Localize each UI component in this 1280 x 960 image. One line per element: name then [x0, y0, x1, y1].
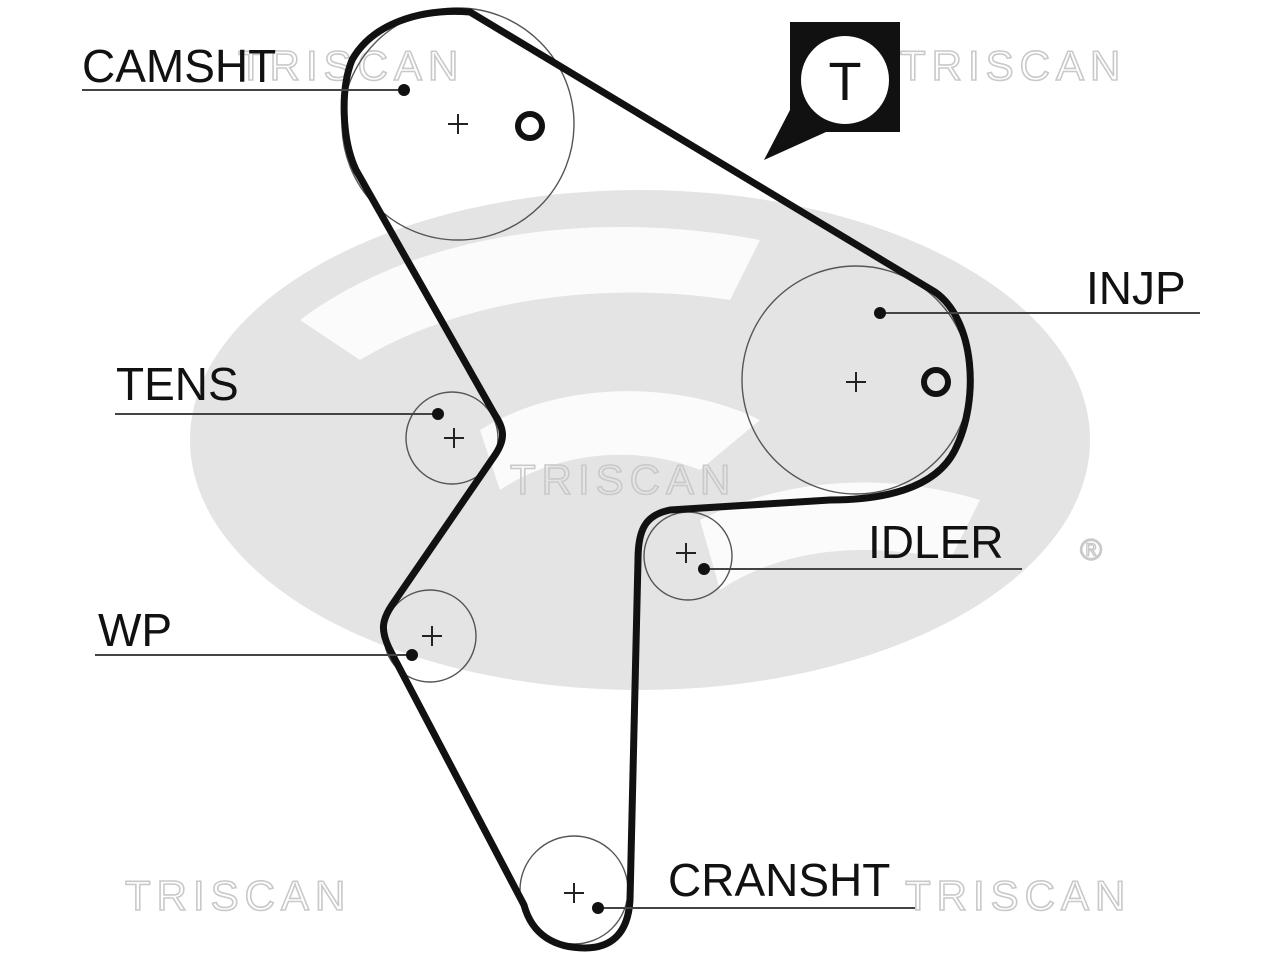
tensioner-leader — [115, 408, 444, 420]
injection-pump-timing-mark-icon — [921, 367, 951, 397]
triscan-watermark: TRISCAN — [900, 42, 1126, 89]
idler-label: IDLER — [868, 516, 1003, 568]
registered-mark: ® — [1080, 534, 1102, 567]
camshaft-leader — [82, 84, 410, 96]
timing-belt — [340, 7, 974, 952]
idler-leader — [698, 563, 1022, 575]
triscan-watermark: TRISCAN — [125, 872, 351, 919]
injection-pump-label: INJP — [1086, 262, 1186, 314]
water-pump-center-icon — [422, 626, 442, 646]
crankshaft-label: CRANSHT — [668, 854, 890, 906]
injection-pump-leader — [874, 307, 1200, 319]
camshaft-label: CAMSHT — [82, 40, 276, 92]
tensioner-center-icon — [444, 428, 464, 448]
triscan-watermark: TRISCAN — [905, 872, 1131, 919]
camshaft-timing-mark-icon — [515, 111, 545, 141]
idler-center-icon — [676, 543, 696, 563]
triscan-watermark: TRISCAN — [510, 456, 736, 503]
tensioner-label: TENS — [116, 358, 239, 410]
water-pump-label: WP — [98, 604, 172, 656]
gates-logo-watermark — [190, 190, 1090, 690]
injection-pump-center-icon — [846, 372, 866, 392]
tensioner-badge-letter: T — [829, 52, 862, 112]
tensioner-badge-icon: T — [764, 22, 900, 160]
camshaft-center-icon — [448, 114, 468, 134]
crankshaft-center-icon — [564, 883, 584, 903]
crankshaft-leader — [592, 902, 915, 914]
water-pump-leader — [95, 649, 418, 661]
tensioner-pulley — [405, 391, 499, 485]
